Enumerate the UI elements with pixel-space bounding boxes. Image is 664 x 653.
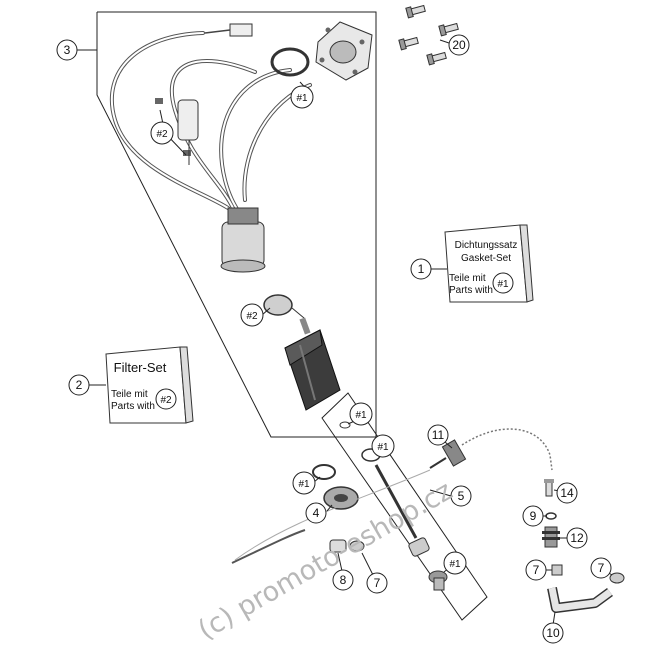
ref-hash1-flange[interactable]: #1 [290, 85, 314, 109]
svg-text:3: 3 [64, 43, 71, 57]
gasket-set-line4: Parts with [449, 285, 493, 296]
svg-text:1: 1 [418, 262, 425, 276]
callout-11[interactable]: 11 [427, 424, 449, 446]
svg-text:8: 8 [340, 573, 347, 587]
clamp-7-right [609, 572, 625, 584]
svg-text:2: 2 [76, 378, 83, 392]
hose-10 [547, 587, 613, 613]
tube-fitting [408, 537, 430, 557]
svg-text:9: 9 [530, 509, 537, 523]
callout-2[interactable]: 2 [68, 374, 90, 396]
o-ring-9 [545, 512, 557, 520]
filter-set-line2: Parts with [111, 401, 155, 412]
gasket-set-ref: #1 [497, 279, 509, 290]
svg-text:12: 12 [570, 531, 584, 545]
ref-hash1-oring[interactable]: #1 [371, 434, 395, 458]
pressure-sensor-11 [429, 428, 553, 471]
clamp-7-mid [551, 564, 563, 576]
fuel-filter-canister [284, 317, 341, 411]
svg-text:7: 7 [598, 561, 605, 575]
callout-5[interactable]: 5 [450, 485, 472, 507]
svg-text:4: 4 [313, 506, 320, 520]
grommet-4 [323, 486, 359, 510]
inline-filter [155, 98, 199, 165]
svg-text:20: 20 [452, 38, 466, 52]
callout-14[interactable]: 14 [556, 482, 578, 504]
tube-bottom-fitting [428, 570, 448, 591]
svg-text:11: 11 [432, 428, 445, 442]
seal-ring [312, 464, 336, 480]
svg-text:#2: #2 [156, 129, 168, 140]
filter-set-ref: #2 [160, 395, 172, 406]
callout-1[interactable]: 1 [410, 258, 432, 280]
ref-hash1-fitting[interactable]: #1 [443, 551, 467, 575]
fuel-pump-unit [220, 207, 266, 273]
connector-8 [329, 539, 347, 553]
svg-text:#1: #1 [355, 410, 367, 421]
gasket-set-line1: Dichtungssatz [455, 240, 518, 251]
electrical-connector [204, 23, 253, 37]
screw-14 [544, 479, 554, 497]
svg-text:#1: #1 [449, 559, 461, 570]
callout-10[interactable]: 10 [542, 622, 564, 644]
fitting-12 [542, 526, 560, 548]
lower-hose [231, 469, 431, 564]
callout-20[interactable]: 20 [448, 34, 470, 56]
callout-9[interactable]: 9 [522, 505, 544, 527]
svg-text:10: 10 [546, 626, 560, 640]
callout-8[interactable]: 8 [332, 569, 354, 591]
ref-hash1-seal[interactable]: #1 [292, 471, 316, 495]
gasket-set-box: Dichtungssatz Gasket-Set Teile mit Parts… [444, 224, 534, 303]
filter-sleeve [263, 294, 293, 316]
filter-set-title: Filter-Set [114, 360, 167, 375]
callout-7-left[interactable]: 7 [366, 572, 388, 594]
svg-text:#2: #2 [246, 311, 258, 322]
gasket-set-line3: Teile mit [449, 273, 486, 284]
screws-20 [398, 4, 459, 66]
ref-hash2-filter[interactable]: #2 [150, 121, 174, 145]
svg-text:#1: #1 [377, 442, 389, 453]
callout-12[interactable]: 12 [566, 527, 588, 549]
pump-flange [315, 21, 373, 81]
callout-4[interactable]: 4 [305, 502, 327, 524]
filter-set-box: Filter-Set Teile mit Parts with #2 [105, 346, 194, 424]
svg-text:#1: #1 [298, 479, 310, 490]
callout-7-right[interactable]: 7 [590, 557, 612, 579]
callout-3[interactable]: 3 [56, 39, 78, 61]
callout-7-mid[interactable]: 7 [525, 559, 547, 581]
svg-text:7: 7 [533, 563, 540, 577]
svg-text:#1: #1 [296, 93, 308, 104]
svg-text:14: 14 [560, 486, 574, 500]
svg-text:5: 5 [458, 489, 465, 503]
flange-o-ring [270, 47, 310, 77]
svg-text:7: 7 [374, 576, 381, 590]
gasket-set-line2: Gasket-Set [461, 253, 511, 264]
pickup-tube [374, 464, 418, 539]
filter-set-line1: Teile mit [111, 389, 148, 400]
clamp-left [349, 540, 365, 552]
assembly-outline-3 [96, 11, 377, 438]
ref-hash1-oring-small[interactable]: #1 [349, 402, 373, 426]
ref-hash2-sleeve[interactable]: #2 [240, 303, 264, 327]
small-o-ring [339, 421, 351, 429]
